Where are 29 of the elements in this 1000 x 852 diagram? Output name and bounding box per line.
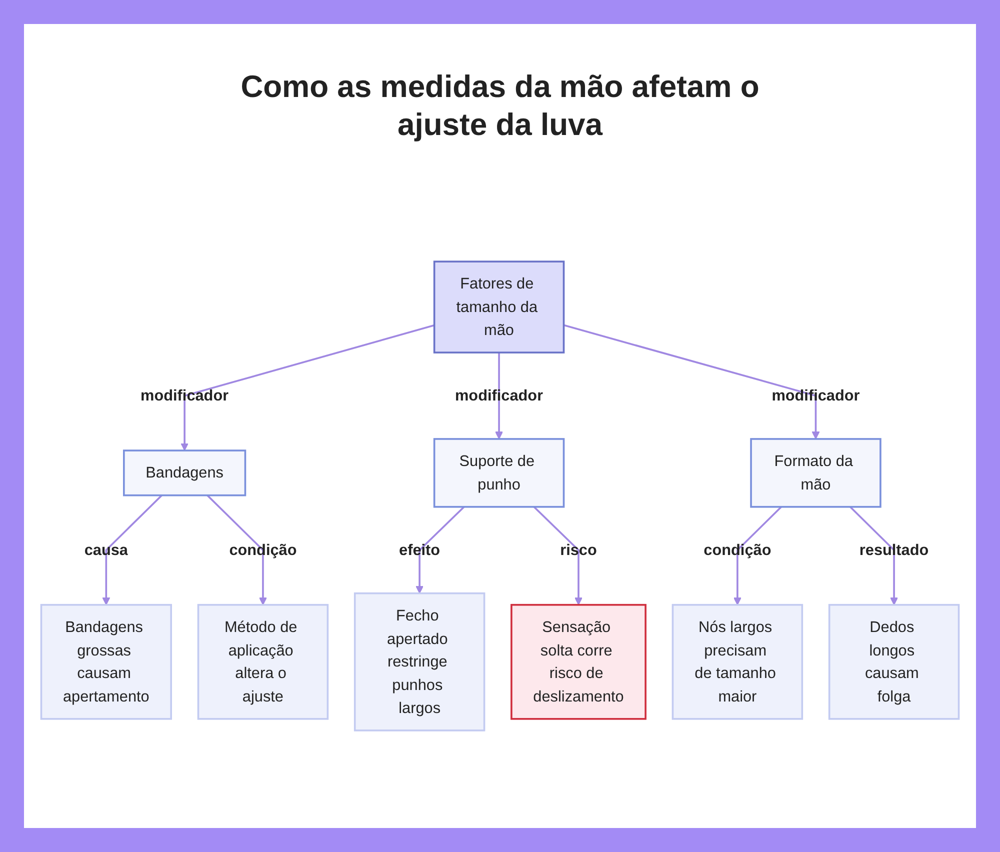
- arrow: [564, 324, 820, 440]
- edge-label: modificador: [772, 386, 860, 404]
- edge-label: efeito: [399, 541, 440, 558]
- edge-label: risco: [560, 541, 597, 558]
- edge-label: resultado: [859, 541, 929, 558]
- arrow: [180, 324, 435, 451]
- edge-label: modificador: [140, 386, 229, 404]
- node-box: Bandagens: [123, 450, 246, 496]
- arrow: [733, 506, 782, 606]
- node-box: Método de aplicação altera o ajuste: [197, 604, 329, 720]
- edge-label: condição: [229, 541, 297, 558]
- node-box: Bandagens grossas causam apertamento: [40, 604, 172, 720]
- node-box: Suporte de punho: [433, 438, 565, 508]
- edge-label: causa: [84, 541, 128, 558]
- node-box: Sensação solta corre risco de deslizamento: [510, 604, 646, 720]
- arrow: [102, 494, 162, 606]
- node-box: Dedos longos causam folga: [828, 604, 960, 720]
- arrow: [416, 506, 465, 594]
- arrow: [206, 494, 267, 606]
- arrow: [850, 506, 898, 606]
- node-box: Fecho apertado restringe punhos largos: [354, 592, 486, 732]
- edge-label: condição: [704, 541, 772, 558]
- node-box: Formato da mão: [750, 438, 882, 508]
- arrow: [495, 352, 504, 440]
- diagram-title: Como as medidas da mão afetam o ajuste da luva: [240, 68, 760, 144]
- node-box: Nós largos precisam de tamanho maior: [672, 604, 804, 720]
- node-box: Fatores de tamanho da mão: [433, 260, 565, 354]
- arrow: [533, 506, 582, 606]
- edge-label: modificador: [455, 386, 544, 404]
